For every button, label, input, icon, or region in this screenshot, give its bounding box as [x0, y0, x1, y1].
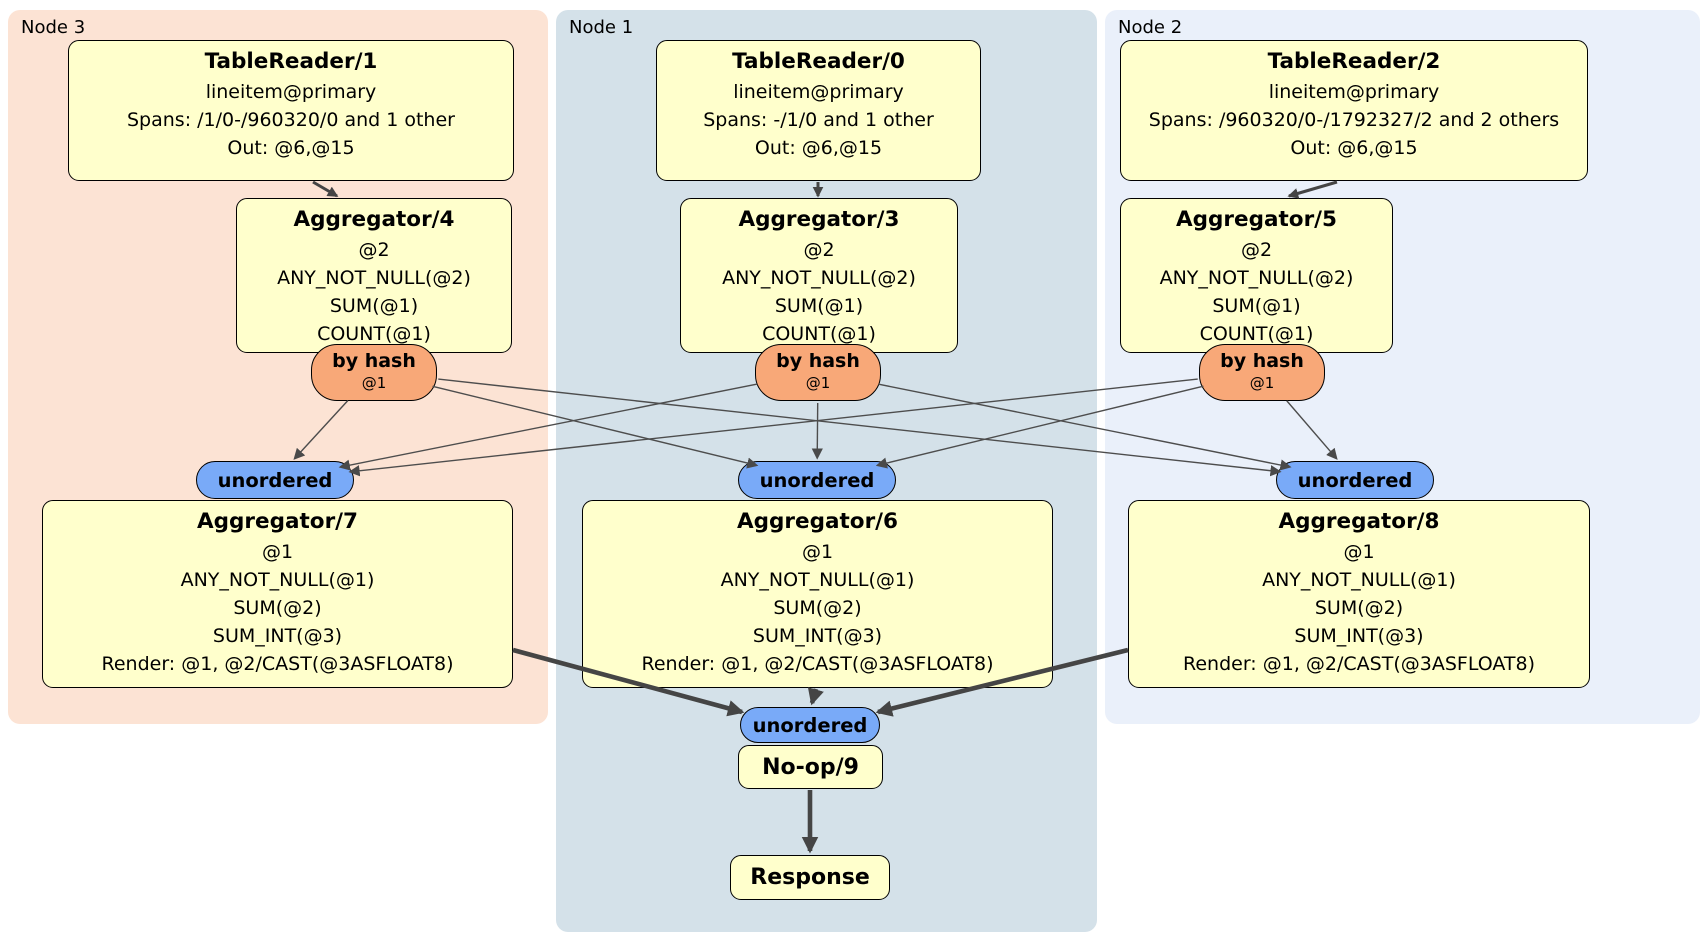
op-title: Aggregator/5 — [1176, 207, 1337, 232]
op-agg-line: SUM_INT(@3) — [212, 625, 343, 647]
op-render-line: Render: @1, @2/CAST(@3ASFLOAT8) — [641, 653, 994, 675]
op-agg-line: ANY_NOT_NULL(@2) — [1159, 267, 1354, 289]
router-by-hash-node3: by hash @1 — [311, 344, 437, 401]
op-box-response: Response — [730, 855, 890, 900]
op-agg-line: SUM(@2) — [1314, 597, 1404, 619]
op-title: No-op/9 — [762, 754, 859, 780]
op-agg-line: COUNT(@1) — [317, 323, 431, 345]
op-agg-line: SUM(@1) — [329, 295, 419, 317]
router-by-hash-node2: by hash @1 — [1199, 344, 1325, 401]
op-agg-line: SUM(@1) — [1212, 295, 1301, 317]
op-agg-line: SUM_INT(@3) — [1294, 625, 1424, 647]
stream-unordered-node3: unordered — [196, 461, 354, 499]
op-box-aggregator-4: Aggregator/4 @2 ANY_NOT_NULL(@2) SUM(@1)… — [236, 198, 512, 353]
op-box-aggregator-5: Aggregator/5 @2 ANY_NOT_NULL(@2) SUM(@1)… — [1120, 198, 1393, 353]
region-label-node2: Node 2 — [1118, 17, 1183, 38]
op-agg-line: ANY_NOT_NULL(@1) — [1262, 569, 1456, 591]
op-box-noop-9: No-op/9 — [738, 745, 883, 789]
router-key: @1 — [805, 374, 831, 392]
op-group-line: @2 — [1240, 239, 1273, 261]
op-box-aggregator-8: Aggregator/8 @1 ANY_NOT_NULL(@1) SUM(@2)… — [1128, 500, 1590, 688]
router-by-hash-node1: by hash @1 — [755, 344, 881, 401]
stream-unordered-node1: unordered — [738, 461, 896, 499]
op-title: TableReader/2 — [1267, 49, 1441, 74]
op-spans-line: Spans: -/1/0 and 1 other — [703, 109, 934, 131]
router-label: by hash — [1220, 350, 1304, 372]
op-index-line: lineitem@primary — [1268, 81, 1440, 103]
op-box-tablereader-1: TableReader/1 lineitem@primary Spans: /1… — [68, 40, 514, 181]
op-title: Aggregator/6 — [737, 509, 898, 534]
op-out-line: Out: @6,@15 — [227, 137, 355, 159]
op-index-line: lineitem@primary — [205, 81, 377, 103]
op-title: Response — [750, 865, 870, 890]
op-agg-line: SUM(@1) — [774, 295, 864, 317]
op-title: TableReader/1 — [204, 49, 378, 74]
op-group-line: @1 — [1343, 541, 1375, 563]
op-out-line: Out: @6,@15 — [754, 137, 883, 159]
region-label-node3: Node 3 — [21, 17, 86, 38]
op-title: Aggregator/4 — [293, 207, 455, 232]
op-group-line: @2 — [803, 239, 835, 261]
op-box-aggregator-3: Aggregator/3 @2 ANY_NOT_NULL(@2) SUM(@1)… — [680, 198, 958, 353]
op-agg-line: COUNT(@1) — [762, 323, 876, 345]
op-group-line: @1 — [801, 541, 834, 563]
stream-unordered-final: unordered — [740, 707, 880, 743]
op-box-aggregator-7: Aggregator/7 @1 ANY_NOT_NULL(@1) SUM(@2)… — [42, 500, 513, 688]
op-spans-line: Spans: /960320/0-/1792327/2 and 2 others — [1148, 109, 1560, 131]
op-box-tablereader-2: TableReader/2 lineitem@primary Spans: /9… — [1120, 40, 1588, 181]
op-title: Aggregator/7 — [197, 509, 358, 534]
op-group-line: @2 — [358, 239, 390, 261]
router-key: @1 — [361, 374, 387, 392]
op-title: TableReader/0 — [732, 49, 905, 74]
stream-label: unordered — [752, 713, 868, 737]
stream-label: unordered — [1297, 468, 1413, 492]
op-render-line: Render: @1, @2/CAST(@3ASFLOAT8) — [101, 653, 454, 675]
router-label: by hash — [776, 350, 860, 372]
op-render-line: Render: @1, @2/CAST(@3ASFLOAT8) — [1183, 653, 1535, 675]
op-agg-line: SUM(@2) — [233, 597, 322, 619]
op-agg-line: ANY_NOT_NULL(@2) — [277, 267, 471, 289]
op-title: Aggregator/3 — [738, 207, 900, 232]
stream-unordered-node2: unordered — [1276, 461, 1434, 499]
region-label-node1: Node 1 — [569, 17, 634, 38]
router-key: @1 — [1249, 374, 1275, 392]
stream-label: unordered — [759, 468, 875, 492]
op-agg-line: SUM(@2) — [773, 597, 862, 619]
op-group-line: @1 — [261, 541, 294, 563]
op-agg-line: ANY_NOT_NULL(@2) — [722, 267, 916, 289]
op-box-tablereader-0: TableReader/0 lineitem@primary Spans: -/… — [656, 40, 981, 181]
op-spans-line: Spans: /1/0-/960320/0 and 1 other — [127, 109, 455, 131]
op-out-line: Out: @6,@15 — [1290, 137, 1418, 159]
router-label: by hash — [332, 350, 416, 372]
op-agg-line: COUNT(@1) — [1199, 323, 1314, 345]
op-box-aggregator-6: Aggregator/6 @1 ANY_NOT_NULL(@1) SUM(@2)… — [582, 500, 1053, 688]
op-agg-line: ANY_NOT_NULL(@1) — [180, 569, 375, 591]
op-agg-line: ANY_NOT_NULL(@1) — [720, 569, 915, 591]
op-agg-line: SUM_INT(@3) — [752, 625, 883, 647]
op-index-line: lineitem@primary — [733, 81, 904, 103]
stream-label: unordered — [217, 468, 333, 492]
op-title: Aggregator/8 — [1278, 509, 1440, 534]
